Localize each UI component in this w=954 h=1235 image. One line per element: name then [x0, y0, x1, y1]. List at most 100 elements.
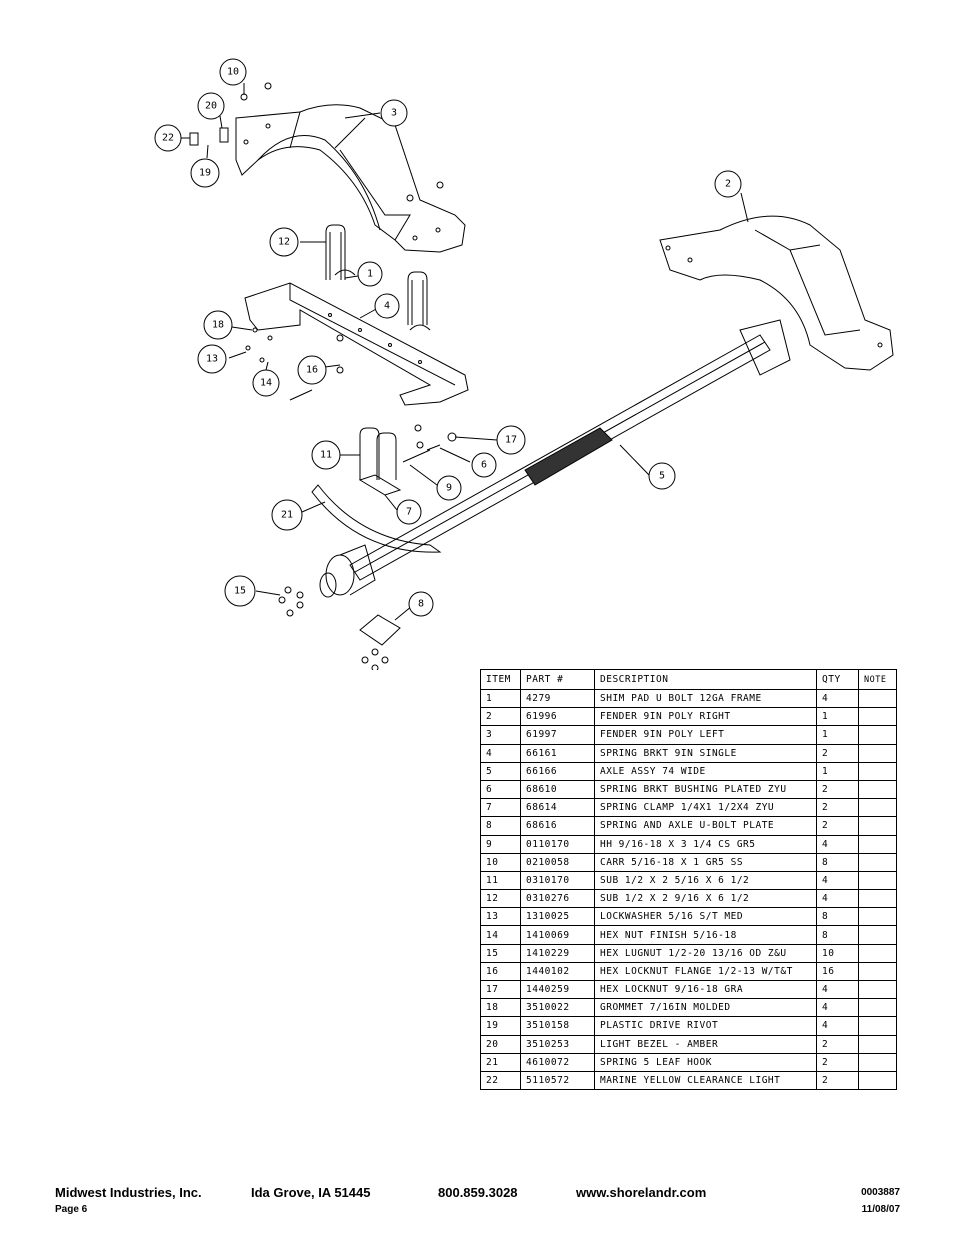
row-description: LIGHT BEZEL - AMBER — [594, 1034, 817, 1054]
row-note — [858, 979, 897, 1000]
company-city: Ida Grove, IA 51445 — [251, 1185, 371, 1200]
row-qty: 8 — [816, 925, 859, 945]
callout-label: 21 — [281, 510, 293, 521]
callout-label: 15 — [234, 586, 246, 597]
row-qty: 1 — [816, 761, 859, 781]
row-description: CARR 5/16-18 X 1 GR5 SS — [594, 852, 817, 872]
row-part-number: 1410069 — [520, 925, 595, 945]
callout-label: 16 — [306, 365, 318, 376]
callout-14 — [252, 369, 280, 397]
row-qty: 8 — [816, 852, 859, 872]
row-item: 20 — [480, 1034, 521, 1054]
row-description: SPRING 5 LEAF HOOK — [594, 1052, 817, 1072]
row-part-number: 61997 — [520, 725, 595, 745]
row-description: PLASTIC DRIVE RIVOT — [594, 1016, 817, 1036]
callout-1 — [357, 261, 383, 287]
row-description: SPRING AND AXLE U-BOLT PLATE — [594, 816, 817, 836]
right-fender-drawing — [659, 215, 894, 371]
row-part-number: 61996 — [520, 707, 595, 727]
row-note — [858, 943, 897, 963]
row-part-number: 5110572 — [520, 1070, 595, 1091]
small-hardware-drawing — [189, 82, 457, 670]
row-description: SPRING CLAMP 1/4X1 1/2X4 ZYU — [594, 798, 817, 818]
row-item: 2 — [480, 707, 521, 727]
row-qty: 2 — [816, 816, 859, 836]
row-item: 7 — [480, 798, 521, 818]
callouts — [154, 58, 742, 617]
spring-clamp-drawing — [358, 474, 402, 496]
row-part-number: 0210058 — [520, 852, 595, 872]
u-bolt-12-drawing — [325, 224, 346, 280]
callout-label: 11 — [320, 450, 332, 461]
row-qty: 2 — [816, 779, 859, 800]
row-item: 19 — [480, 1016, 521, 1036]
row-note — [858, 852, 897, 872]
callout-6 — [471, 452, 497, 478]
row-note — [858, 816, 897, 836]
row-item: 18 — [480, 998, 521, 1018]
callout-16 — [297, 355, 327, 385]
callout-12 — [269, 227, 299, 257]
row-description: SUB 1/2 X 2 5/16 X 6 1/2 — [594, 870, 817, 891]
callout-11 — [311, 440, 341, 470]
row-item: 17 — [480, 979, 521, 1000]
row-part-number: 1440259 — [520, 979, 595, 1000]
header-qty: QTY — [816, 669, 859, 690]
callout-label: 7 — [406, 507, 412, 518]
row-qty: 2 — [816, 1052, 859, 1072]
row-note — [858, 707, 897, 727]
row-item: 22 — [480, 1070, 521, 1091]
callout-13 — [197, 344, 227, 374]
row-qty: 4 — [816, 870, 859, 891]
row-qty: 4 — [816, 1016, 859, 1036]
row-note — [858, 925, 897, 945]
row-item: 10 — [480, 852, 521, 872]
row-item: 9 — [480, 834, 521, 854]
row-qty: 8 — [816, 907, 859, 927]
callout-9 — [436, 475, 462, 501]
callout-3 — [380, 99, 408, 127]
row-part-number: 66161 — [520, 743, 595, 763]
row-note — [858, 725, 897, 745]
row-note — [858, 798, 897, 818]
leader-lines — [181, 83, 749, 621]
row-description: GROMMET 7/16IN MOLDED — [594, 998, 817, 1018]
row-qty: 4 — [816, 979, 859, 1000]
table-header-row: ITEM PART # DESCRIPTION QTY NOTE — [480, 669, 897, 690]
row-part-number: 66166 — [520, 761, 595, 781]
company-website: www.shorelandr.com — [576, 1185, 707, 1200]
page-number: Page 6 — [55, 1204, 88, 1215]
callout-label: 17 — [505, 435, 517, 446]
row-part-number: 0310170 — [520, 870, 595, 891]
row-note — [858, 1016, 897, 1036]
row-item: 15 — [480, 943, 521, 963]
row-description: FENDER 9IN POLY LEFT — [594, 725, 817, 745]
callout-label: 12 — [278, 237, 290, 248]
row-part-number: 1410229 — [520, 943, 595, 963]
row-note — [858, 961, 897, 982]
row-note — [858, 998, 897, 1018]
row-item: 4 — [480, 743, 521, 763]
callout-label: 14 — [260, 378, 272, 389]
row-qty: 1 — [816, 707, 859, 727]
row-description: HEX LOCKNUT FLANGE 1/2-13 W/T&T — [594, 961, 817, 982]
company-phone: 800.859.3028 — [438, 1185, 518, 1200]
row-description: AXLE ASSY 74 WIDE — [594, 761, 817, 781]
row-item: 1 — [480, 688, 521, 709]
